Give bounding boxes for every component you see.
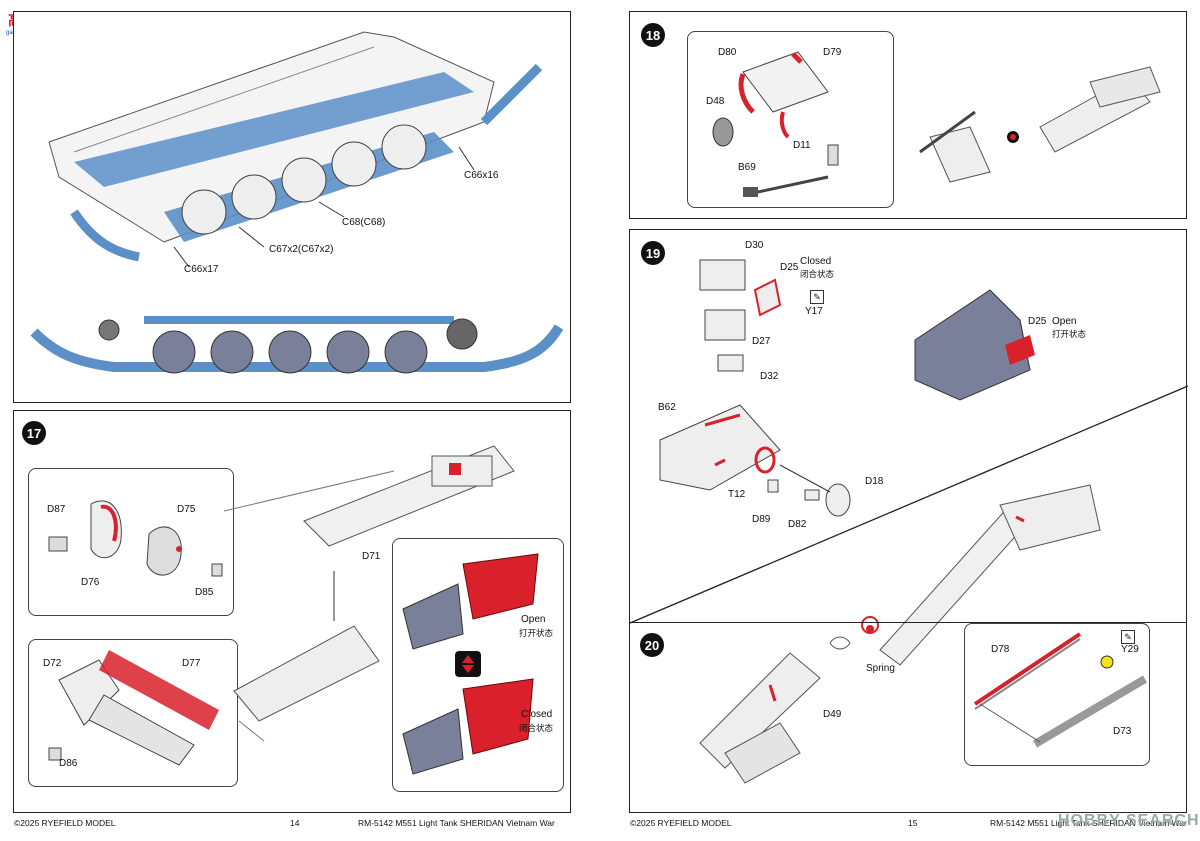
label-d49: D49 bbox=[823, 709, 842, 720]
label-closed-cn-19: 闭合状态 bbox=[800, 269, 835, 279]
panel-step-17: 17 D87 D75 D76 D85 D72 D77 D86 bbox=[13, 410, 571, 813]
label-d87: D87 bbox=[47, 504, 66, 515]
label-d27: D27 bbox=[752, 336, 771, 347]
label-d48: D48 bbox=[706, 96, 725, 107]
label-d75: D75 bbox=[177, 504, 196, 515]
step18-main-illustration bbox=[919, 66, 1161, 183]
label-y29: Y29 bbox=[1121, 644, 1139, 655]
label-b69: B69 bbox=[738, 162, 756, 173]
label-b62: B62 bbox=[658, 402, 676, 413]
step20-inset: D78 ✎ Y29 D73 bbox=[964, 623, 1150, 766]
step17-main-illustration bbox=[223, 445, 515, 742]
label-d80: D80 bbox=[718, 47, 737, 58]
step17-inset-top: D87 D75 D76 D85 bbox=[28, 468, 234, 616]
footer-left-page: 14 bbox=[290, 818, 300, 828]
label-open: Open bbox=[521, 614, 546, 625]
glue-icon-y17: ✎ bbox=[810, 290, 824, 304]
label-c66x17: C66x17 bbox=[184, 264, 219, 275]
step-19-number: 19 bbox=[641, 241, 665, 265]
step19-main-illustration bbox=[629, 259, 1189, 666]
panel-step-20: 20 Spring D49 D78 ✎ Y29 D73 bbox=[630, 622, 1186, 813]
label-c66x16: C66x16 bbox=[464, 170, 499, 181]
label-c67: C67x2(C67x2) bbox=[269, 244, 334, 255]
step17-open-closed-inset: Open 打开状态 Closed 闭合状态 bbox=[392, 538, 564, 792]
panel-running-gear: C66x16 C68(C68) C67x2(C67x2) C66x17 bbox=[13, 11, 571, 403]
label-d82: D82 bbox=[788, 519, 807, 530]
label-d86: D86 bbox=[59, 758, 78, 769]
label-c68: C68(C68) bbox=[342, 217, 386, 228]
step-18-number: 18 bbox=[641, 23, 665, 47]
label-open-cn: 打开状态 bbox=[519, 628, 554, 638]
label-d76: D76 bbox=[81, 577, 100, 588]
panel-step-18: 18 D80 D79 D48 D11 B69 bbox=[629, 11, 1187, 219]
label-d25-open: D25 bbox=[1028, 316, 1047, 327]
label-closed: Closed bbox=[521, 709, 553, 720]
label-d30: D30 bbox=[745, 240, 764, 251]
label-d78: D78 bbox=[991, 644, 1010, 655]
label-d79: D79 bbox=[823, 47, 842, 58]
step18-inset: D80 D79 D48 D11 B69 bbox=[687, 31, 894, 208]
label-d18: D18 bbox=[865, 476, 884, 487]
label-closed-cn: 闭合状态 bbox=[519, 723, 554, 733]
label-d77: D77 bbox=[182, 658, 201, 669]
label-d73: D73 bbox=[1113, 726, 1132, 737]
footer-left-brand: ©2025 RYEFIELD MODEL bbox=[14, 818, 116, 828]
label-t12: T12 bbox=[728, 489, 746, 500]
footer-right-page: 15 bbox=[908, 818, 918, 828]
label-d89: D89 bbox=[752, 514, 771, 525]
label-y17: Y17 bbox=[805, 306, 823, 317]
footer-left-title: RM-5142 M551 Light Tank SHERIDAN Vietnam… bbox=[358, 818, 555, 828]
footer-right-brand: ©2025 RYEFIELD MODEL bbox=[630, 818, 732, 828]
label-d11: D11 bbox=[793, 140, 811, 151]
label-d25-closed: D25 bbox=[780, 262, 799, 273]
glue-icon-y29: ✎ bbox=[1121, 630, 1135, 644]
label-d71: D71 bbox=[362, 551, 381, 562]
hobby-search-watermark: HOBBY SEARCH bbox=[1058, 812, 1200, 829]
label-open-cn-19: 打开状态 bbox=[1052, 329, 1087, 339]
footer-right-title: RM-5142 M551 Light Tank SHERIDAN Vietnam… bbox=[990, 818, 1187, 828]
step20-illustration bbox=[699, 625, 874, 784]
label-closed-19: Closed bbox=[800, 256, 832, 267]
step-20-number: 20 bbox=[640, 633, 664, 657]
step-17-number: 17 bbox=[22, 421, 46, 445]
label-spring: Spring bbox=[866, 663, 895, 674]
label-open-19: Open bbox=[1052, 316, 1077, 327]
hull-tracks-illustration bbox=[30, 31, 564, 374]
step17-inset-bottom: D72 D77 D86 bbox=[28, 639, 238, 787]
label-d72: D72 bbox=[43, 658, 62, 669]
label-d32: D32 bbox=[760, 371, 779, 382]
label-d85: D85 bbox=[195, 587, 214, 598]
